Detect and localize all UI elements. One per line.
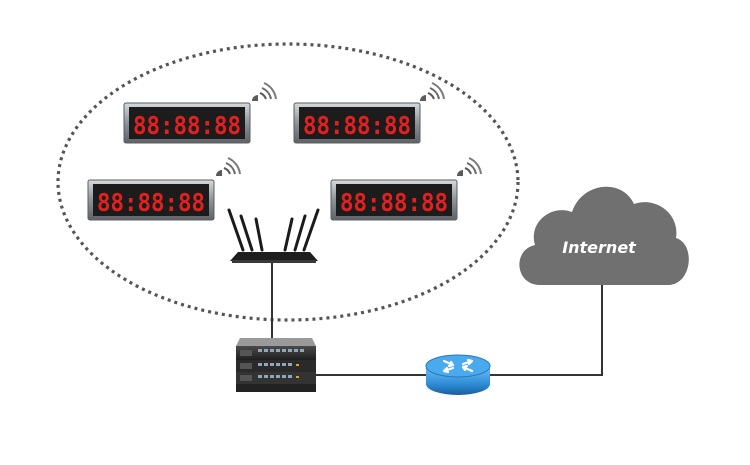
wireless-router-icon <box>227 208 320 263</box>
clock-face <box>336 184 452 216</box>
cloud-icon: Internet <box>519 186 689 285</box>
clock-2: 88:88:88 <box>293 82 445 144</box>
router-to-internet-link <box>488 282 603 376</box>
router-icon <box>425 354 491 395</box>
clock-face <box>93 184 209 216</box>
connection-lines <box>271 262 603 376</box>
wifi-signal-icon <box>252 82 277 101</box>
clock-4: 88:88:88 <box>330 157 482 221</box>
clock-digits: 88:88:88 <box>133 111 241 140</box>
wifi-signal-icon <box>457 157 482 176</box>
wifi-signal-icon <box>420 82 445 101</box>
cloud-label: Internet <box>562 238 637 257</box>
clock-3: 88:88:88 <box>87 157 241 221</box>
clock-face <box>129 107 245 139</box>
network-switch-icon <box>236 338 316 392</box>
clock-face <box>299 107 415 139</box>
wifi-signal-icon <box>216 157 241 176</box>
clock-digits: 88:88:88 <box>97 188 205 217</box>
clock-1: 88:88:88 <box>123 82 277 144</box>
clock-digits: 88:88:88 <box>340 188 448 217</box>
clock-digits: 88:88:88 <box>303 111 411 140</box>
wireless-zone-ellipse <box>56 42 520 322</box>
